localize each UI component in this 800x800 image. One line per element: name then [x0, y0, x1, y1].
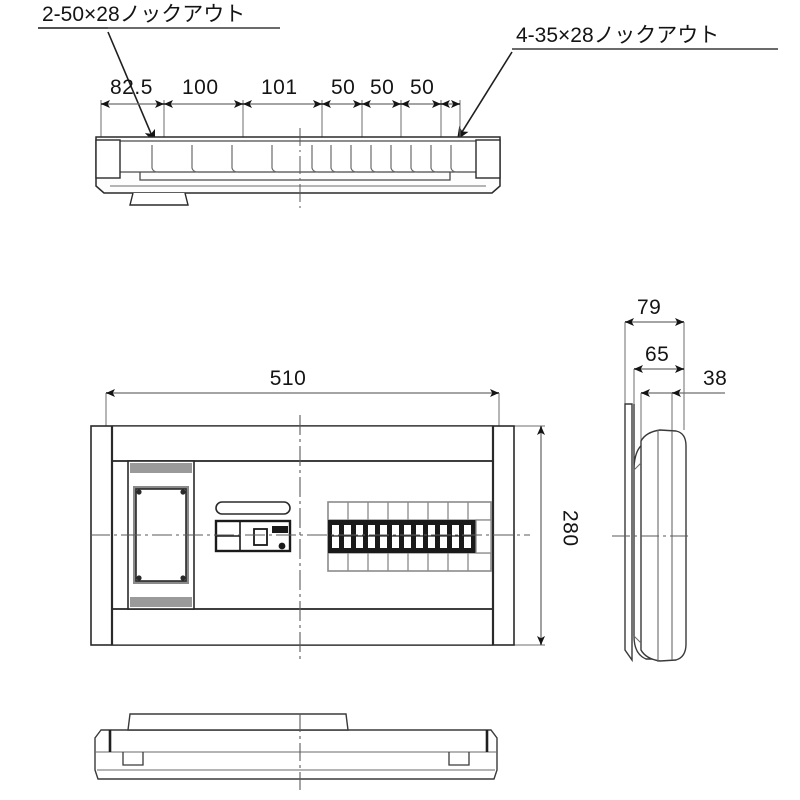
main-breaker-test-button: [278, 542, 286, 550]
main-breaker-bar: [272, 526, 288, 533]
callout-knockout-right-label: 4-35×28ノックアウト: [516, 24, 719, 47]
dim-101: 101: [261, 76, 298, 99]
window-screw-tl: [136, 489, 142, 495]
dim-50-b: 50: [370, 76, 394, 99]
branch-breaker-bank: [327, 501, 492, 572]
callout-leader-right: [456, 48, 778, 141]
dim-65: 65: [645, 343, 669, 366]
bottom-view: [94, 713, 498, 790]
main-breaker-label-strip: [215, 501, 291, 515]
door-shade-top: [130, 463, 192, 473]
front-view-center-lines: [90, 415, 530, 662]
callout-knockout-left-label: 2-50×28ノックアウト: [42, 3, 245, 26]
dim-79: 79: [637, 296, 661, 319]
breaker-spare-slot: [475, 519, 492, 554]
dim-280: 280: [559, 510, 582, 547]
dim-100: 100: [182, 76, 219, 99]
bottom-bracket-right: [448, 752, 470, 766]
side-dim-79: [624, 318, 685, 430]
front-view: [90, 389, 545, 662]
side-view-body: [624, 403, 687, 663]
window-screw-bl: [136, 575, 142, 581]
bottom-lid-tab: [127, 713, 349, 731]
side-view: [612, 318, 725, 663]
dim-510: 510: [270, 367, 307, 390]
front-width-dimension: [105, 389, 500, 430]
dim-82-5: 82.5: [110, 76, 153, 99]
main-breaker-toggle: [253, 528, 268, 546]
window-screw-tr: [180, 489, 186, 495]
dim-50-a: 50: [331, 76, 355, 99]
callout-leader-left: [38, 27, 280, 144]
door-shade-bottom: [130, 597, 192, 607]
window-screw-br: [180, 575, 186, 581]
bottom-bracket-left: [122, 752, 144, 766]
dim-38: 38: [703, 367, 727, 390]
top-view: [38, 27, 778, 212]
breaker-row-dark: [328, 520, 476, 553]
dim-50-c: 50: [410, 76, 434, 99]
top-view-body: [95, 136, 501, 206]
